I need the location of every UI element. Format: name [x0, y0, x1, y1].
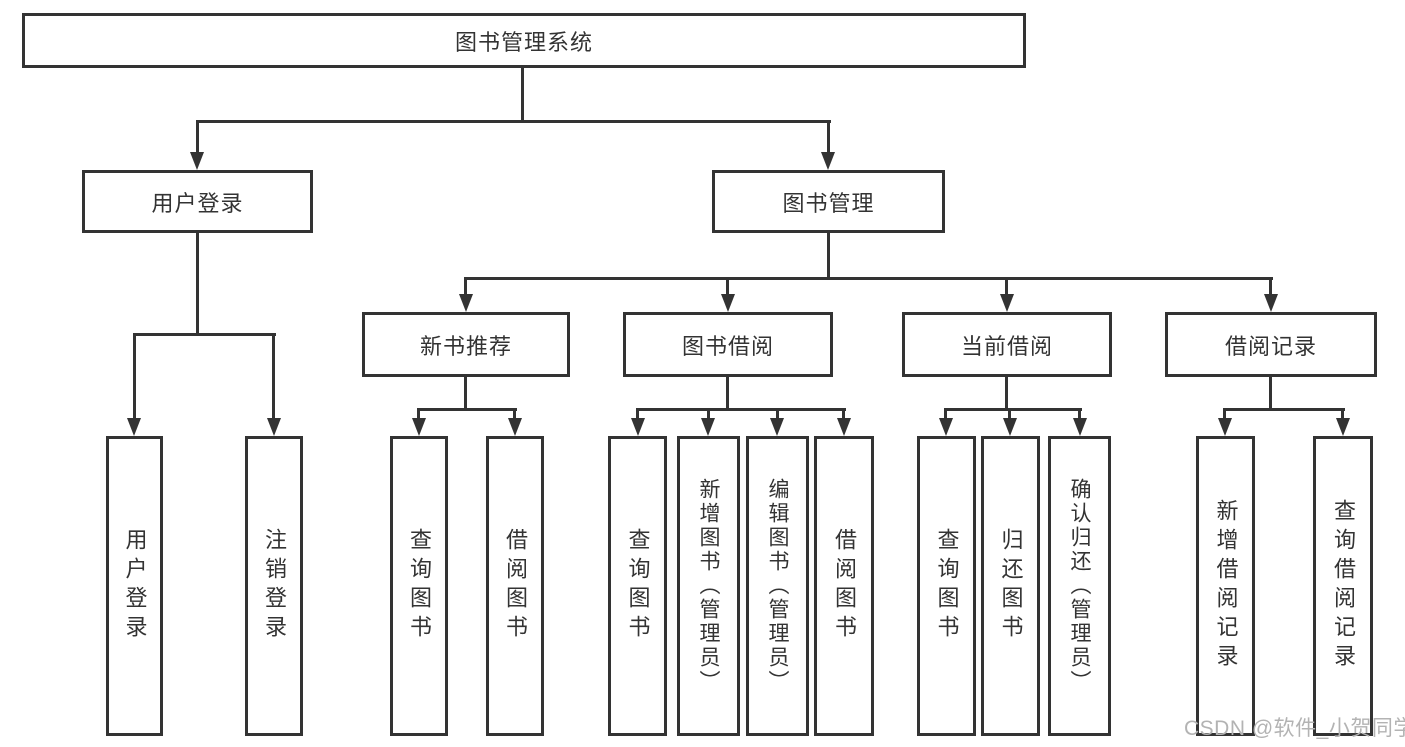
connector-line	[1269, 377, 1272, 411]
arrow-down-icon	[701, 418, 715, 436]
node-root: 图书管理系统	[22, 13, 1026, 68]
node-new-book-recommend-label: 新书推荐	[419, 333, 512, 359]
leaf-nbr-query-books-label: 查询图书	[407, 528, 432, 644]
leaf-bb-add-books-admin-label: 新增图书（管理员）	[697, 478, 720, 694]
connector-line	[513, 408, 516, 421]
connector-line	[417, 408, 517, 411]
connector-line	[133, 333, 136, 421]
leaf-br-query-record: 查询借阅记录	[1313, 436, 1373, 736]
arrow-down-icon	[459, 294, 473, 312]
connector-line	[827, 233, 830, 280]
arrow-down-icon	[631, 418, 645, 436]
connector-line	[1341, 408, 1344, 421]
connector-line	[827, 120, 830, 155]
connector-line	[464, 377, 467, 411]
node-book-borrow-label: 图书借阅	[681, 333, 774, 359]
connector-line	[196, 120, 831, 123]
connector-line	[133, 333, 276, 336]
arrow-down-icon	[508, 418, 522, 436]
leaf-nbr-borrow-books: 借阅图书	[486, 436, 544, 736]
node-root-label: 图书管理系统	[454, 29, 593, 55]
leaf-cb-confirm-return-admin: 确认归还（管理员）	[1048, 436, 1111, 736]
leaf-cb-query-books-label: 查询图书	[934, 528, 960, 644]
leaf-nbr-borrow-books-label: 借阅图书	[503, 528, 528, 644]
leaf-br-add-record: 新增借阅记录	[1196, 436, 1255, 736]
leaf-bb-borrow-books: 借阅图书	[814, 436, 874, 736]
arrow-down-icon	[1000, 294, 1014, 312]
arrow-down-icon	[939, 418, 953, 436]
leaf-bb-add-books-admin: 新增图书（管理员）	[677, 436, 740, 736]
connector-line	[944, 408, 947, 421]
connector-line	[944, 408, 1082, 411]
connector-line	[417, 408, 420, 421]
arrow-down-icon	[1073, 418, 1087, 436]
node-current-borrow: 当前借阅	[902, 312, 1112, 377]
connector-line	[464, 277, 467, 297]
leaf-user-login-label: 用户登录	[122, 528, 148, 644]
connector-line	[636, 408, 846, 411]
arrow-down-icon	[721, 294, 735, 312]
connector-line	[272, 333, 275, 421]
arrow-down-icon	[1218, 418, 1232, 436]
leaf-bb-borrow-books-label: 借阅图书	[832, 528, 857, 644]
connector-line	[1269, 277, 1272, 297]
connector-line	[1005, 277, 1008, 297]
arrow-down-icon	[770, 418, 784, 436]
leaf-br-query-record-label: 查询借阅记录	[1331, 499, 1356, 673]
node-borrow-records: 借阅记录	[1165, 312, 1377, 377]
connector-line	[726, 277, 729, 297]
node-book-management: 图书管理	[712, 170, 945, 233]
node-book-borrow: 图书借阅	[623, 312, 833, 377]
leaf-logout: 注销登录	[245, 436, 303, 736]
node-new-book-recommend: 新书推荐	[362, 312, 570, 377]
connector-line	[726, 377, 729, 411]
arrow-down-icon	[1264, 294, 1278, 312]
node-current-borrow-label: 当前借阅	[960, 333, 1053, 359]
leaf-bb-edit-books-admin: 编辑图书（管理员）	[746, 436, 809, 736]
connector-line	[196, 233, 199, 336]
leaf-bb-query-books-label: 查询图书	[625, 528, 651, 644]
connector-line	[636, 408, 639, 421]
connector-line	[1223, 408, 1226, 421]
connector-line	[1005, 377, 1008, 411]
leaf-cb-return-books: 归还图书	[981, 436, 1040, 736]
leaf-cb-query-books: 查询图书	[917, 436, 976, 736]
csdn-watermark: CSDN @软件_小贺同学	[1184, 717, 1405, 740]
arrow-down-icon	[412, 418, 426, 436]
arrow-down-icon	[1336, 418, 1350, 436]
arrow-down-icon	[1003, 418, 1017, 436]
node-user-login: 用户登录	[82, 170, 313, 233]
connector-line	[196, 120, 199, 155]
arrow-down-icon	[190, 152, 204, 170]
connector-line	[464, 277, 1273, 280]
leaf-br-add-record-label: 新增借阅记录	[1213, 499, 1239, 673]
arrow-down-icon	[127, 418, 141, 436]
leaf-cb-confirm-return-admin-label: 确认归还（管理员）	[1068, 478, 1091, 694]
leaf-bb-edit-books-admin-label: 编辑图书（管理员）	[766, 478, 789, 694]
node-borrow-records-label: 借阅记录	[1224, 333, 1317, 359]
arrow-down-icon	[267, 418, 281, 436]
connector-line	[842, 408, 845, 421]
leaf-logout-label: 注销登录	[262, 528, 287, 644]
node-book-management-label: 图书管理	[782, 190, 875, 216]
leaf-user-login: 用户登录	[106, 436, 163, 736]
leaf-cb-return-books-label: 归还图书	[998, 528, 1024, 644]
node-user-login-label: 用户登录	[151, 190, 244, 216]
connector-line	[1223, 408, 1345, 411]
leaf-bb-query-books: 查询图书	[608, 436, 667, 736]
leaf-nbr-query-books: 查询图书	[390, 436, 448, 736]
connector-line	[521, 68, 524, 123]
connector-line	[1008, 408, 1011, 421]
arrow-down-icon	[821, 152, 835, 170]
connector-line	[1078, 408, 1081, 421]
arrow-down-icon	[837, 418, 851, 436]
connector-line	[707, 408, 710, 421]
connector-line	[776, 408, 779, 421]
